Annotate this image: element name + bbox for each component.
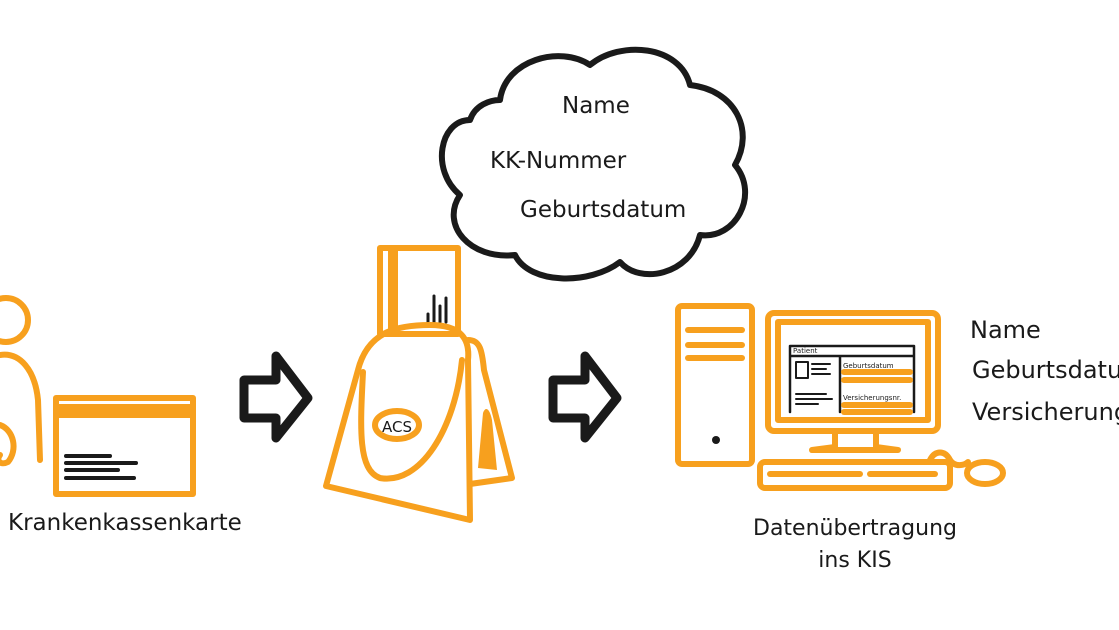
card-reader-icon: ACS [323, 245, 515, 523]
health-card-icon [53, 395, 196, 497]
reader-logo: ACS [382, 418, 412, 436]
arrow-right-icon [548, 351, 622, 443]
cloud-field: Geburtsdatum [520, 197, 686, 223]
cloud-icon [439, 46, 748, 282]
screen-title: Patient [793, 347, 818, 355]
computer-icon: Patient Geburtsdatum Versicherungsnr. [675, 303, 1006, 491]
person-icon [0, 295, 43, 467]
cloud-field: KK-Nummer [490, 148, 627, 174]
result-field: Geburtsdatum [972, 356, 1119, 384]
result-field: Versicherung [972, 398, 1119, 426]
screen-field-insurance: Versicherungsnr. [843, 394, 901, 402]
card-label: Krankenkassenkarte [8, 510, 242, 536]
computer-label: Datenübertragung [753, 516, 957, 541]
computer-label: ins KIS [818, 548, 891, 573]
screen-field-birthdate: Geburtsdatum [843, 362, 894, 370]
arrow-right-icon [239, 351, 313, 443]
result-field: Name [970, 316, 1041, 344]
cloud-field: Name [562, 93, 630, 119]
